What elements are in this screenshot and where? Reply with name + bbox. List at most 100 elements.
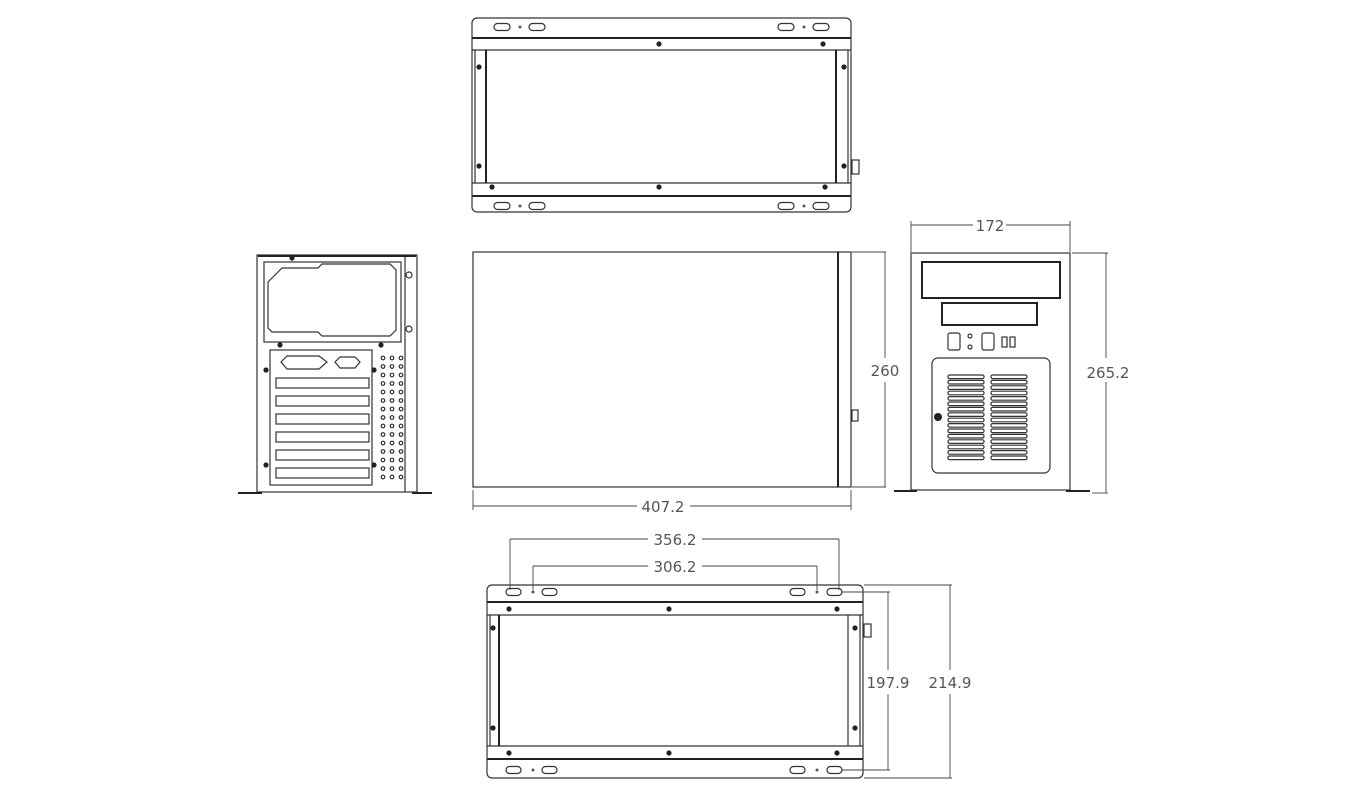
vent-slat	[947, 439, 985, 444]
vent-slat	[947, 396, 985, 401]
screw-icon	[834, 606, 840, 612]
vent-hole	[380, 355, 386, 361]
screw-icon	[506, 750, 512, 756]
vent-hole	[389, 372, 395, 378]
vent-hole	[389, 423, 395, 429]
vent-slat	[947, 423, 985, 428]
vent-hole	[398, 372, 404, 378]
vent-hole	[398, 457, 404, 463]
screw-icon	[841, 163, 847, 169]
dimension-mount-outer: 356.2	[509, 531, 840, 590]
screw-icon	[263, 462, 269, 468]
keyhole-slot	[777, 22, 795, 32]
screw-icon	[834, 750, 840, 756]
dim-label-214-9: 214.9	[929, 674, 972, 692]
keyhole-slot	[789, 765, 806, 775]
screw-icon	[277, 342, 283, 348]
keyhole-slot	[541, 587, 558, 597]
mount-hole	[518, 204, 522, 208]
vent-hole	[398, 406, 404, 412]
vent-slat	[990, 379, 1028, 385]
vent-slat	[947, 450, 985, 455]
vent-slat	[947, 401, 985, 407]
expansion-slot	[275, 377, 370, 389]
vent-slat	[990, 385, 1028, 390]
vent-hole	[380, 381, 386, 386]
mount-hole	[815, 768, 819, 772]
vent-hole	[389, 381, 395, 386]
top-view	[471, 17, 860, 213]
vent-hole	[398, 440, 404, 446]
vent-slat	[990, 390, 1028, 396]
screw-icon	[841, 64, 847, 70]
vent-hole	[398, 415, 404, 420]
keyhole-slot	[812, 201, 830, 211]
keyhole-slot	[493, 22, 511, 32]
screw-icon	[820, 41, 826, 47]
vent-hole	[380, 415, 386, 420]
dimension-front-width: 172	[910, 217, 1071, 252]
screw-icon	[852, 625, 858, 631]
keyhole-slot	[826, 765, 843, 775]
dimension-side-height: 260	[852, 251, 899, 488]
vent-slat	[947, 433, 985, 439]
vent-hole	[380, 432, 386, 437]
vent-hole	[398, 381, 404, 386]
keyhole-slot	[528, 22, 546, 32]
bottom-view	[486, 584, 872, 779]
vent-slat	[947, 444, 985, 450]
dim-label-407-2: 407.2	[642, 498, 685, 516]
dim-label-265-2: 265.2	[1087, 364, 1130, 382]
vent-hole	[380, 466, 386, 471]
vent-hole	[380, 457, 386, 463]
vent-hole	[398, 355, 404, 361]
screw-icon	[371, 462, 377, 468]
keyhole-slot	[789, 587, 806, 597]
screw-icon	[476, 64, 482, 70]
keyhole-slot	[826, 587, 843, 597]
vent-hole	[389, 406, 395, 412]
dim-label-356-2: 356.2	[654, 531, 697, 549]
vent-slat	[947, 385, 985, 390]
mount-hole	[802, 25, 806, 29]
screw-icon	[489, 184, 495, 190]
usb-port-icon	[947, 332, 961, 351]
mount-hole	[531, 768, 535, 772]
vent-slat	[990, 439, 1028, 444]
screw-icon	[666, 606, 672, 612]
screw-icon	[666, 750, 672, 756]
mount-hole	[802, 204, 806, 208]
vent-hole	[398, 364, 404, 369]
vent-slat	[990, 417, 1028, 423]
dim-label-306-2: 306.2	[654, 558, 697, 576]
vent-hole	[380, 389, 386, 395]
screw-icon	[371, 367, 377, 373]
drive-bay-5-25	[921, 261, 1061, 299]
vent-hole	[389, 449, 395, 454]
vent-slat	[947, 428, 985, 434]
screw-icon	[656, 184, 662, 190]
vent-hole	[389, 457, 395, 463]
screw-icon	[852, 725, 858, 731]
dim-label-197-9: 197.9	[867, 674, 910, 692]
vent-slat	[947, 412, 985, 417]
rear-view	[238, 254, 432, 494]
expansion-slot	[275, 449, 370, 461]
side-view	[472, 251, 859, 488]
vent-hole	[380, 423, 386, 429]
screw-icon	[656, 41, 662, 47]
vent-slat	[990, 401, 1028, 407]
mount-hole	[531, 590, 535, 594]
mount-hole	[815, 590, 819, 594]
vent-hole	[389, 364, 395, 369]
vent-hole	[380, 372, 386, 378]
screw-icon	[289, 255, 295, 261]
vent-slat	[947, 455, 985, 461]
vent-hole	[380, 440, 386, 446]
screw-icon	[506, 606, 512, 612]
front-door	[931, 357, 1051, 474]
vent-hole	[380, 406, 386, 412]
keyhole-slot	[777, 201, 795, 211]
vent-slat	[990, 455, 1028, 461]
vent-hole	[398, 398, 404, 403]
